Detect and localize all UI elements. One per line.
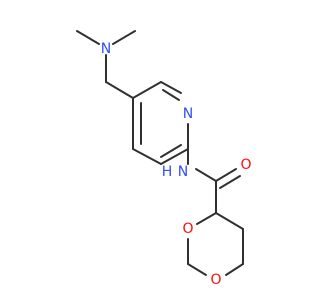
bond-methyl-right — [112, 30, 136, 45]
bond-ring-c3-c2-double — [162, 89, 180, 101]
atom-n-dimethylamino: N — [101, 41, 111, 57]
molecule-structure-diagram: N N H N O O O — [76, 30, 252, 288]
bond-ring-c4-c3 — [132, 81, 162, 99]
atom-o-carbonyl: O — [240, 157, 251, 173]
bond-ring-c6-c5 — [132, 148, 162, 165]
atom-o-dioxane-4: O — [210, 272, 221, 288]
bond-methyl-left — [76, 30, 100, 45]
bond-ring-c1-c6 — [160, 148, 189, 165]
bond-c2-c2 — [215, 212, 244, 230]
bond-nh-carbonyl-c — [195, 168, 217, 182]
bond-o4-c3 — [225, 263, 244, 276]
bond-ring-c3-c2 — [160, 81, 182, 94]
atom-n-pyridine: N — [183, 106, 193, 122]
atom-h-amide: H — [162, 164, 173, 180]
atom-n-amide: N — [178, 164, 188, 180]
atom-o-dioxane-1: O — [182, 221, 193, 237]
bond-ring-c1-c6-double — [160, 144, 182, 158]
bond-carbonyl-c-o — [215, 168, 237, 182]
bond-c6-c5 — [187, 263, 207, 276]
bond-carbonyl-c-o-double — [219, 175, 241, 189]
bond-ring-c2-o1 — [196, 212, 217, 225]
bond-ch2-ring — [105, 81, 134, 99]
